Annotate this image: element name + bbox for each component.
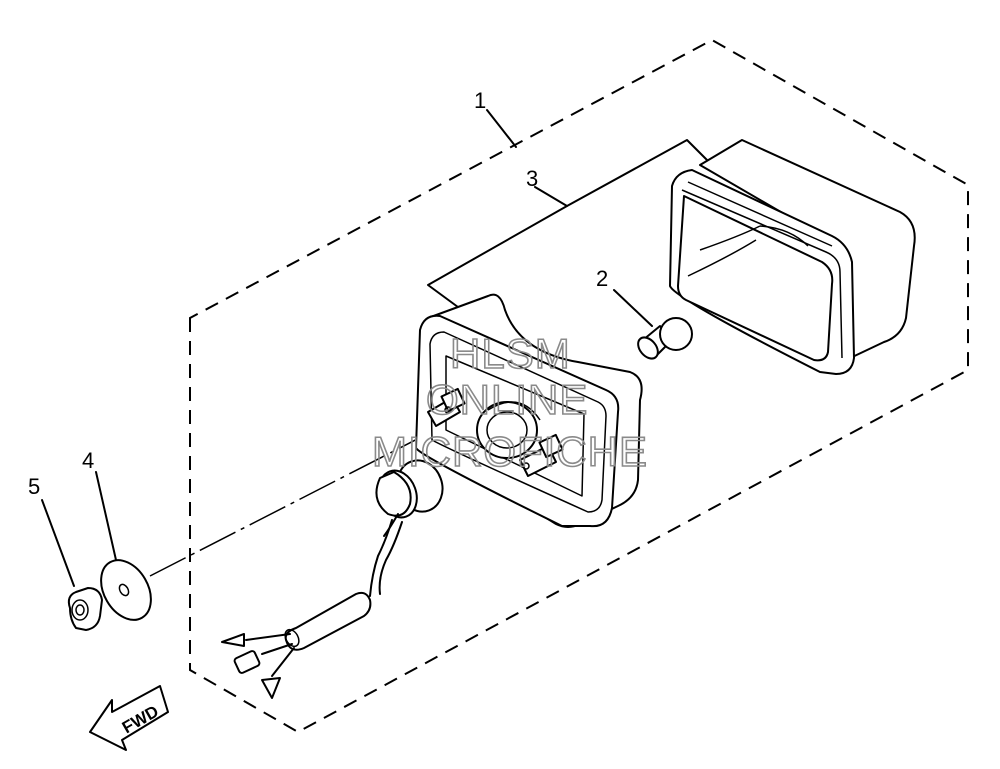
forward-direction-arrow: FWD (89, 685, 169, 751)
assembly-boundary (189, 38, 969, 734)
callout-1: 1 (474, 88, 486, 113)
callout-5: 5 (28, 474, 40, 499)
watermark: HLSM ONLINE MICROFICHE (371, 329, 648, 476)
tail-light-housing (415, 293, 643, 528)
callout-4: 4 (82, 448, 94, 473)
watermark-line-2: ONLINE (426, 376, 588, 423)
leader-bracket-3 (534, 139, 713, 207)
washer (100, 559, 152, 621)
tail-light-lens (669, 139, 916, 375)
leader-line-4 (95, 471, 117, 561)
bulb (637, 317, 693, 360)
socket-wire-harness (221, 459, 444, 699)
leader-line-2 (613, 289, 653, 327)
callout-2: 2 (596, 266, 608, 291)
callout-3: 3 (526, 166, 538, 191)
nut (67, 587, 103, 631)
leader-line-5 (41, 499, 75, 587)
watermark-line-1: HLSM (450, 330, 571, 377)
leader-bracket-3b (427, 205, 568, 311)
leader-line-1 (486, 109, 517, 148)
watermark-line-3: MICROFICHE (372, 428, 648, 475)
